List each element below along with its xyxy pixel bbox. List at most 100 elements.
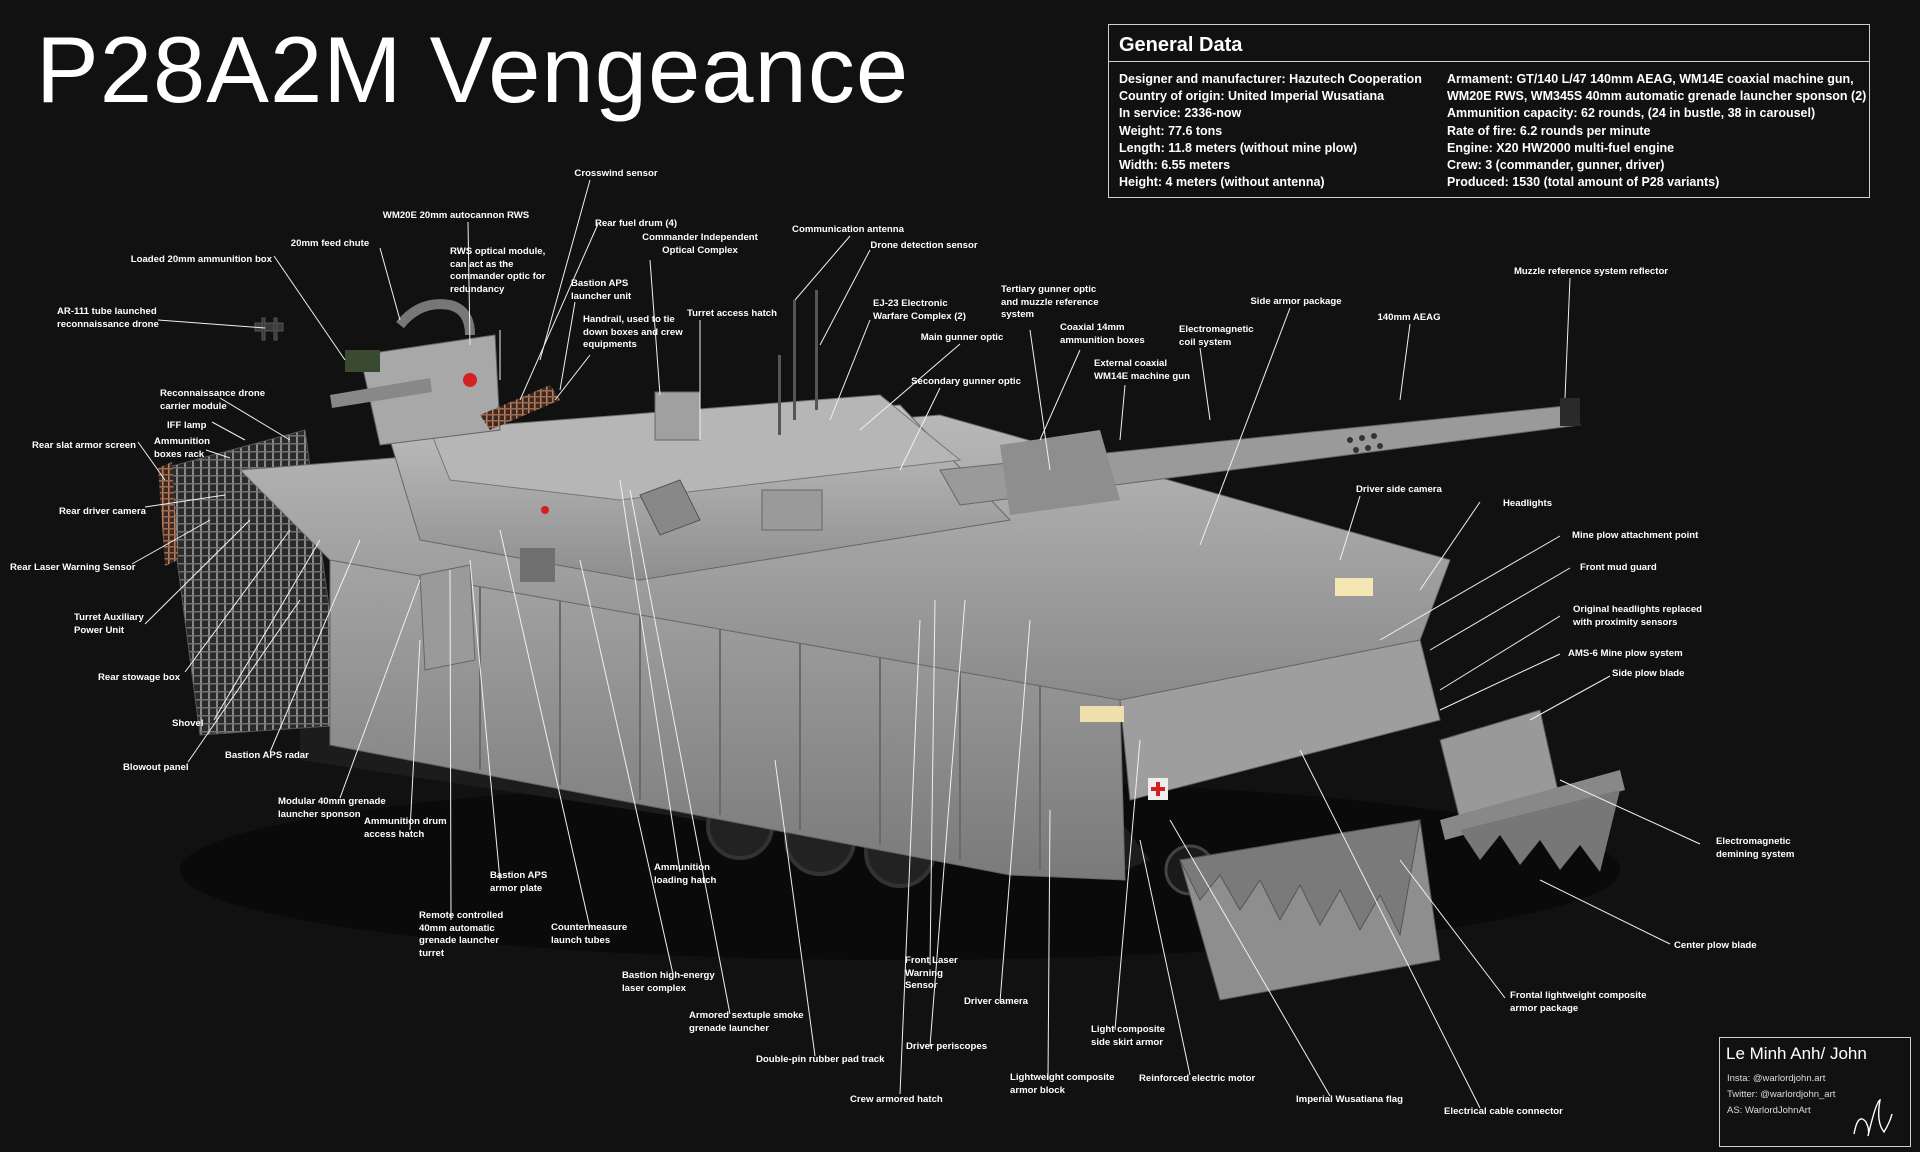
callout-label: Rear stowage box bbox=[98, 672, 181, 683]
spec-line: Engine: X20 HW2000 multi-fuel engine bbox=[1447, 140, 1675, 155]
leader-line bbox=[929, 599, 966, 1047]
leader-line bbox=[379, 247, 401, 321]
leader-line bbox=[649, 259, 661, 396]
leader-line bbox=[1559, 779, 1701, 845]
leader-line bbox=[1399, 859, 1506, 999]
callout-label: 140mm AEAG bbox=[1377, 312, 1441, 323]
callout-label: Reconnaissance drone carrier module bbox=[160, 388, 266, 412]
callout-label: Rear fuel drum (4) bbox=[594, 218, 678, 229]
callout-label: Handrail, used to tie down boxes and cre… bbox=[583, 314, 683, 351]
ammo-box-20mm bbox=[345, 350, 380, 372]
callout-label: EJ-23 Electronic Warfare Complex (2) bbox=[873, 298, 966, 322]
coil-system-holes bbox=[1347, 433, 1383, 453]
general-data-box: General Data Designer and manufacturer: … bbox=[1108, 24, 1870, 198]
callout-label: Ammunition loading hatch bbox=[654, 862, 717, 886]
callout-label: Ammunition boxes rack bbox=[154, 436, 210, 460]
leader-line bbox=[1199, 307, 1291, 546]
spec-line: Country of origin: United Imperial Wusat… bbox=[1119, 89, 1385, 104]
leader-line bbox=[269, 539, 361, 753]
artstation-handle: AS: WarlordJohnArt bbox=[1727, 1105, 1811, 1116]
antenna bbox=[815, 290, 818, 410]
leader-line bbox=[144, 519, 251, 625]
leader-line bbox=[1029, 329, 1051, 471]
antenna bbox=[793, 300, 796, 420]
leader-line bbox=[339, 579, 421, 799]
callout-label: Bastion high-energy laser complex bbox=[622, 970, 715, 994]
callout-label: Bastion APS launcher unit bbox=[571, 278, 632, 302]
callout-label: Blowout panel bbox=[123, 762, 189, 773]
rws-autocannon bbox=[330, 378, 432, 408]
leader-line bbox=[819, 249, 871, 346]
leader-line bbox=[137, 441, 166, 481]
leader-line bbox=[1119, 384, 1126, 441]
general-data-right-column: Armament: GT/140 L/47 140mm AEAG, WM14E … bbox=[1447, 71, 1866, 191]
callout-label: Communication antenna bbox=[792, 224, 904, 235]
general-data-header: General Data bbox=[1109, 25, 1869, 62]
leader-line bbox=[1419, 501, 1481, 591]
callout-label: Driver camera bbox=[964, 996, 1029, 1007]
leader-line bbox=[205, 449, 231, 459]
callout-label: Lightweight composite armor block bbox=[1010, 1072, 1115, 1096]
leader-line bbox=[1047, 809, 1051, 1081]
callout-label: Headlights bbox=[1503, 498, 1553, 509]
leader-line bbox=[929, 599, 936, 966]
leader-line bbox=[899, 387, 941, 471]
callout-label: Crew armored hatch bbox=[850, 1094, 943, 1105]
spec-line: Ammunition capacity: 62 rounds, (24 in b… bbox=[1447, 106, 1816, 121]
leader-line bbox=[554, 354, 591, 401]
callout-label: Center plow blade bbox=[1674, 940, 1757, 951]
leader-line bbox=[469, 559, 501, 881]
spec-line: In service: 2336-now bbox=[1119, 106, 1242, 121]
leader-line bbox=[1199, 347, 1211, 421]
callout-label: Modular 40mm grenade launcher sponson bbox=[278, 796, 386, 820]
callout-label: External coaxial WM14E machine gun bbox=[1094, 358, 1190, 382]
callout-label: Bastion APS radar bbox=[225, 750, 309, 761]
callout-label: Commander Independent Optical Complex bbox=[642, 232, 758, 256]
callout-label: Electrical cable connector bbox=[1444, 1106, 1563, 1117]
spec-line: WM20E RWS, WM345S 40mm automatic grenade… bbox=[1447, 89, 1867, 104]
spec-line: Length: 11.8 meters (without mine plow) bbox=[1119, 140, 1358, 155]
callout-label: Mine plow attachment point bbox=[1572, 530, 1699, 541]
leader-line bbox=[144, 494, 226, 508]
callout-label: Rear Laser Warning Sensor bbox=[10, 562, 136, 573]
spec-line: Weight: 77.6 tons bbox=[1119, 123, 1223, 138]
antenna bbox=[778, 355, 781, 435]
callout-label: RWS optical module, can act as the comma… bbox=[450, 246, 546, 295]
leader-line bbox=[1539, 879, 1671, 945]
commander-optic bbox=[654, 391, 701, 441]
leader-line bbox=[1339, 495, 1361, 561]
leader-line bbox=[187, 599, 301, 763]
recon-drone bbox=[254, 317, 284, 341]
leader-line bbox=[559, 301, 576, 391]
leader-line bbox=[1439, 615, 1561, 691]
callout-label: Double-pin rubber pad track bbox=[756, 1054, 885, 1065]
spec-line: Rate of fire: 6.2 rounds per minute bbox=[1447, 123, 1651, 138]
callout-label: Countermeasure launch tubes bbox=[551, 922, 628, 946]
signature-mark-icon bbox=[1853, 1098, 1893, 1137]
mine-plow bbox=[1179, 709, 1625, 1001]
leader-line bbox=[1429, 567, 1571, 651]
callout-label: Rear driver camera bbox=[59, 506, 146, 517]
front-glacis bbox=[1119, 639, 1441, 801]
grenade-sponson bbox=[419, 564, 476, 671]
callout-label: Front Laser Warning Sensor bbox=[905, 955, 958, 992]
leader-line bbox=[467, 221, 471, 346]
instagram-handle: Insta: @warlordjohn.art bbox=[1727, 1073, 1826, 1084]
callout-label: Coaxial 14mm ammunition boxes bbox=[1060, 322, 1145, 346]
leader-line bbox=[829, 319, 871, 421]
handrail bbox=[480, 385, 560, 430]
leader-line bbox=[1439, 653, 1561, 711]
leader-line bbox=[1529, 675, 1611, 721]
leader-line bbox=[131, 519, 211, 565]
callout-label: Turret access hatch bbox=[687, 308, 777, 319]
proximity-sensor-lights bbox=[1080, 706, 1124, 722]
leader-line bbox=[1379, 535, 1561, 641]
leader-line bbox=[1139, 839, 1191, 1076]
callout-label: Rear slat armor screen bbox=[32, 440, 136, 451]
spec-line: Height: 4 meters (without antenna) bbox=[1119, 175, 1325, 190]
callout-label: Tertiary gunner optic and muzzle referen… bbox=[1001, 284, 1099, 321]
callout-label: Loaded 20mm ammunition box bbox=[130, 254, 272, 265]
signature-box: Le Minh Anh/ John Insta: @warlordjohn.ar… bbox=[1719, 1037, 1911, 1147]
